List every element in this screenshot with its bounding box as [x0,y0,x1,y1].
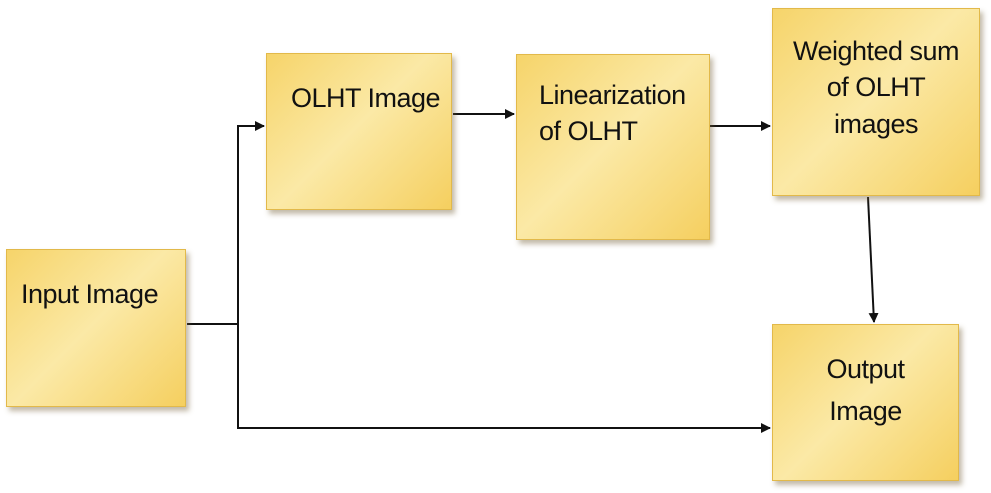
weighted-sum-box: Weighted sum of OLHT images [772,8,980,196]
linearization-label-line2: of OLHT [539,116,638,147]
weighted-sum-label-line1: Weighted sum [792,36,960,66]
olht-image-label: OLHT Image [291,83,441,113]
output-image-label-line1: Output [826,354,905,384]
edge-input-to-output [237,324,771,433]
input-image-label: Input Image [21,279,159,309]
output-image-box: Output Image [772,324,959,481]
linearization-label-line1: Linearization [539,80,686,110]
olht-image-box: OLHT Image [266,53,452,210]
edge-input-to-olht [187,121,265,325]
input-image-box: Input Image [6,249,186,407]
weighted-sum-label-line3: images [833,108,919,139]
output-image-label-line2: Image [829,395,902,426]
weighted-sum-label-line2: of OLHT [826,72,926,103]
edge-weighted-to-output [867,196,879,323]
linearization-box: Linearization of OLHT [516,54,710,240]
